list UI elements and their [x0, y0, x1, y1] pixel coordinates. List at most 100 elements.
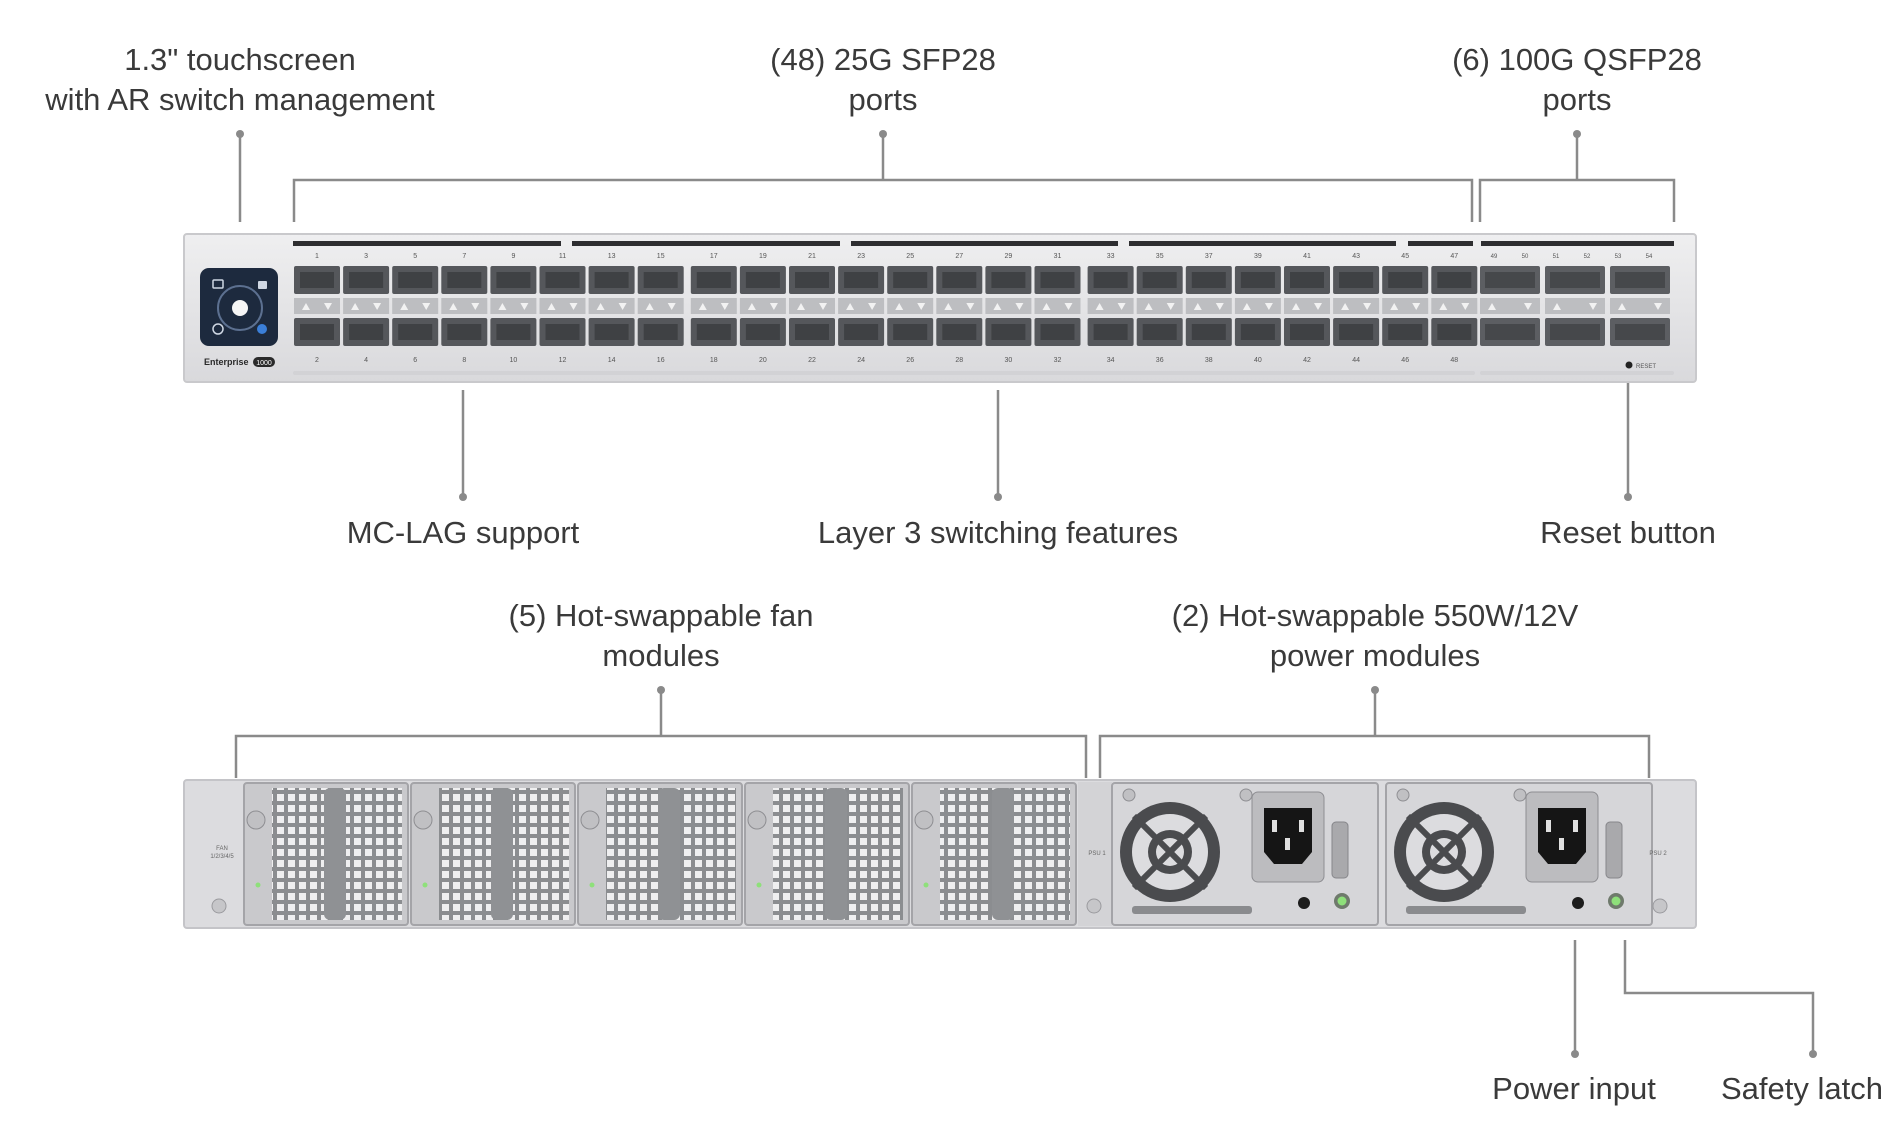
port-number-top: 31	[1054, 253, 1062, 260]
callout-qsfp28-line2: ports	[1542, 82, 1612, 117]
link-up-arrow-icon	[498, 303, 507, 310]
power-module[interactable]	[1111, 782, 1379, 926]
link-down-arrow-icon	[520, 303, 529, 310]
port-number-top: 39	[1254, 253, 1262, 260]
link-up-arrow-icon	[797, 303, 805, 310]
fan-module[interactable]	[410, 782, 576, 926]
fan-thumbscrew	[747, 810, 767, 830]
fan-modules	[243, 782, 1077, 926]
fan-handle	[992, 788, 1014, 920]
link-down-arrow-icon	[1524, 303, 1532, 310]
psu1-label: PSU 1	[1088, 851, 1106, 857]
port-number-top: 7	[462, 253, 466, 260]
link-up-arrow-icon	[1292, 303, 1300, 310]
callout-touchscreen-line2: with AR switch management	[45, 82, 435, 117]
sfp28-port-pair	[985, 266, 1032, 346]
port-number-bottom: 14	[608, 357, 616, 364]
touchscreen[interactable]	[200, 268, 278, 346]
port-led-strip	[1284, 298, 1330, 314]
link-up-arrow-icon	[1095, 303, 1104, 310]
touchscreen-center	[232, 300, 248, 316]
port-number-bottom: 46	[1401, 357, 1409, 364]
callout-power-line1: (2) Hot-swappable 550W/12V	[1171, 598, 1579, 633]
c14-inlet-icon	[1538, 808, 1586, 864]
sfp28-port-pair	[1382, 266, 1429, 346]
fan-module[interactable]	[243, 782, 409, 926]
link-down-arrow-icon	[1215, 303, 1224, 310]
link-down-arrow-icon	[569, 303, 578, 310]
sfp28-port-pair	[1431, 266, 1478, 346]
link-up-arrow-icon	[895, 303, 904, 310]
link-down-arrow-icon	[324, 303, 332, 310]
port-led-strip	[490, 298, 537, 314]
sfp28-port-pair	[294, 266, 340, 346]
link-down-arrow-icon	[966, 303, 975, 310]
fans-bracket	[234, 734, 1088, 778]
safety-latch-leader-dot	[1809, 1050, 1817, 1058]
port-number-bottom: 10	[510, 357, 518, 364]
safety-latch[interactable]	[1605, 821, 1623, 879]
fan-handle	[658, 788, 680, 920]
sfp28-port-pair	[789, 266, 835, 346]
fan-module[interactable]	[911, 782, 1077, 926]
front-bottom-strip	[293, 371, 1475, 375]
callout-reset-line1: Reset button	[1540, 515, 1716, 550]
qsfp-port-number: 53	[1615, 254, 1622, 260]
fan-status-led	[756, 882, 762, 888]
psu-dark-dot	[1298, 897, 1310, 909]
callout-qsfp28-line1: (6) 100G QSFP28	[1452, 42, 1702, 77]
link-down-arrow-icon	[1314, 303, 1322, 310]
fan-module[interactable]	[744, 782, 910, 926]
port-number-top: 25	[906, 253, 914, 260]
qsfp-port-number: 52	[1584, 254, 1591, 260]
port-led-strip	[588, 298, 635, 314]
fan-thumbscrew	[246, 810, 266, 830]
sfp28-port-pair	[1185, 266, 1232, 346]
link-up-arrow-icon	[400, 303, 409, 310]
port-number-bottom: 38	[1205, 357, 1213, 364]
port-number-top: 41	[1303, 253, 1311, 260]
port-number-top: 35	[1156, 253, 1164, 260]
brand-label: Enterprise	[204, 357, 249, 367]
link-up-arrow-icon	[1042, 303, 1051, 310]
port-led-strip	[539, 298, 586, 314]
front-leader-lines	[236, 130, 1676, 501]
screen-icon-home	[212, 279, 224, 289]
port-number-bottom: 36	[1156, 357, 1164, 364]
port-number-bottom: 4	[364, 357, 368, 364]
link-down-arrow-icon	[667, 303, 676, 310]
port-number-top: 37	[1205, 253, 1213, 260]
safety-latch[interactable]	[1331, 821, 1349, 879]
callout-fans-line1: (5) Hot-swappable fan	[508, 598, 814, 633]
qsfp28-port-pair	[1545, 266, 1605, 346]
link-down-arrow-icon	[769, 303, 778, 310]
psu2-label: PSU 2	[1649, 851, 1667, 857]
fan-module[interactable]	[577, 782, 743, 926]
port-number-bottom: 6	[413, 357, 417, 364]
port-led-strip	[690, 298, 737, 314]
reset-button[interactable]	[1625, 361, 1633, 369]
callout-safety-latch-line1: Safety latch	[1721, 1071, 1883, 1106]
port-led-strip	[789, 298, 835, 314]
link-down-arrow-icon	[819, 303, 827, 310]
sfp28-port-pair	[1284, 266, 1330, 346]
callout-mclag: MC-LAG support	[347, 513, 580, 553]
sfp28-bracket	[292, 178, 1474, 222]
port-number-bottom: 2	[315, 357, 319, 364]
port-number-bottom: 42	[1303, 357, 1311, 364]
port-led-strip	[1480, 298, 1540, 314]
front-bottom-strip-right	[1480, 371, 1674, 375]
power-module[interactable]	[1385, 782, 1653, 926]
link-down-arrow-icon	[1166, 303, 1175, 310]
link-down-arrow-icon	[720, 303, 729, 310]
link-up-arrow-icon	[645, 303, 654, 310]
port-number-bottom: 48	[1450, 357, 1458, 364]
sfp28-port-pair	[637, 266, 684, 346]
sfp28-port-pair	[887, 266, 934, 346]
link-down-arrow-icon	[868, 303, 877, 310]
mclag-leader-dot	[459, 493, 467, 501]
fan-handle	[491, 788, 513, 920]
link-down-arrow-icon	[1117, 303, 1126, 310]
